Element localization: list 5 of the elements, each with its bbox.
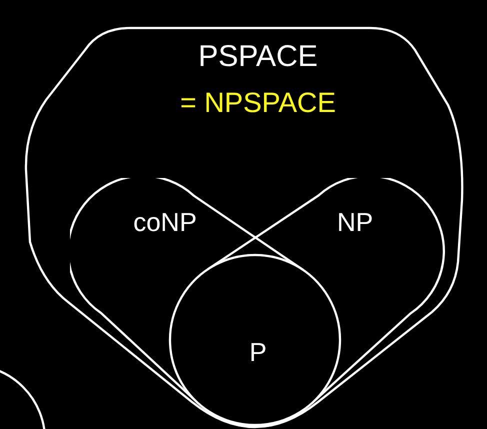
class-label: coNP	[133, 209, 197, 235]
class-label: PSPACE	[198, 42, 318, 72]
class-equality-label: = NPSPACE	[180, 89, 336, 117]
class-label: NP	[336, 209, 374, 235]
class-label: P	[249, 339, 267, 365]
